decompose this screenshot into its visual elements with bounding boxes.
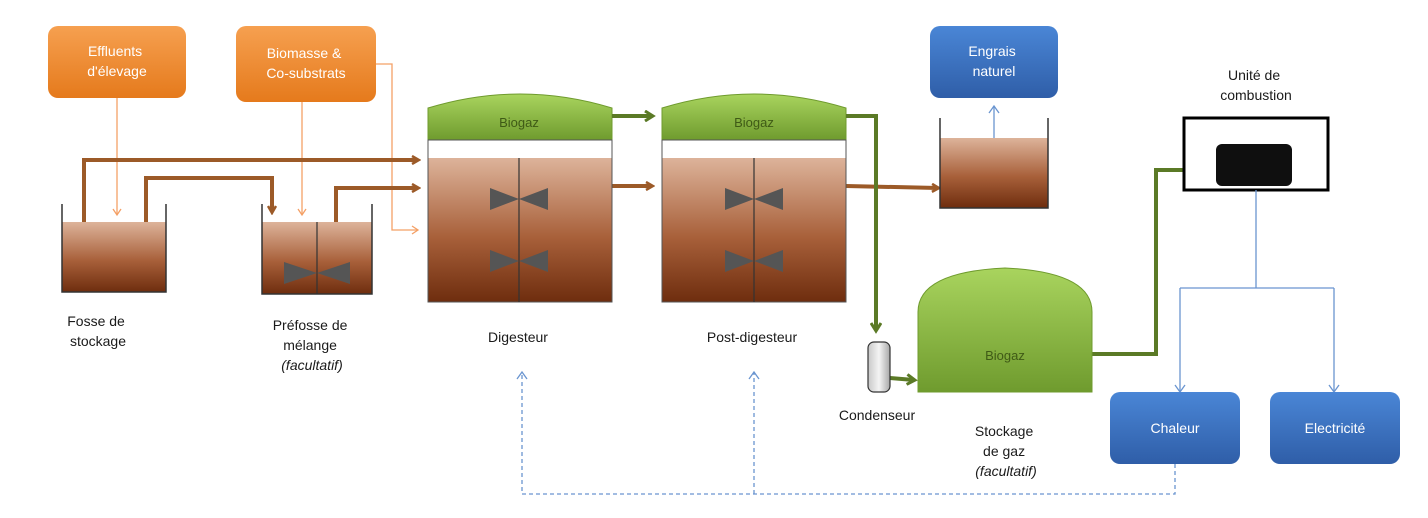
stockage-gaz-tank: Biogaz <box>917 267 1093 393</box>
energy-flow-lines <box>1174 190 1340 394</box>
electricite-label: Electricité <box>1305 420 1366 436</box>
chaleur-label: Chaleur <box>1150 420 1199 436</box>
condenseur-icon <box>867 341 891 393</box>
post-digesteur-label: Post-digesteur <box>707 329 798 345</box>
combustion-unit <box>1182 116 1330 192</box>
prefosse-label: Préfosse de mélange (facultatif) <box>273 317 352 373</box>
digesteur-biogaz-label: Biogaz <box>499 115 539 130</box>
fosse-label: Fosse de stockage <box>67 313 128 349</box>
biomasse-box: Biomasse & Co-substrats <box>236 26 376 102</box>
effluents-label: Effluents d'élevage <box>87 43 147 79</box>
slurry-flow-lines <box>82 160 938 222</box>
digesteur-tank: Biogaz <box>427 93 613 303</box>
combustion-label: Unité de combustion <box>1220 67 1292 103</box>
mixer-icon <box>284 262 317 284</box>
electricite-box: Electricité <box>1270 392 1400 464</box>
post-digesteur-tank: Biogaz <box>661 93 847 303</box>
stockage-gaz-label: Stockage de gaz (facultatif) <box>975 423 1037 479</box>
stockage-biogaz-label: Biogaz <box>985 348 1025 363</box>
effluents-box: Effluents d'élevage <box>48 26 186 98</box>
biomasse-label: Biomasse & Co-substrats <box>266 45 345 81</box>
engrais-box: Engrais naturel <box>930 26 1058 98</box>
engrais-label: Engrais naturel <box>968 43 1019 79</box>
post-digesteur-biogaz-label: Biogaz <box>734 115 774 130</box>
condenseur-label: Condenseur <box>839 407 916 423</box>
fosse-tank <box>61 204 167 293</box>
digesteur-label: Digesteur <box>488 329 548 345</box>
prefosse-tank <box>261 204 373 295</box>
chaleur-box: Chaleur <box>1110 392 1240 464</box>
engrais-tank <box>939 118 1049 209</box>
heat-return-lines <box>516 370 1176 495</box>
